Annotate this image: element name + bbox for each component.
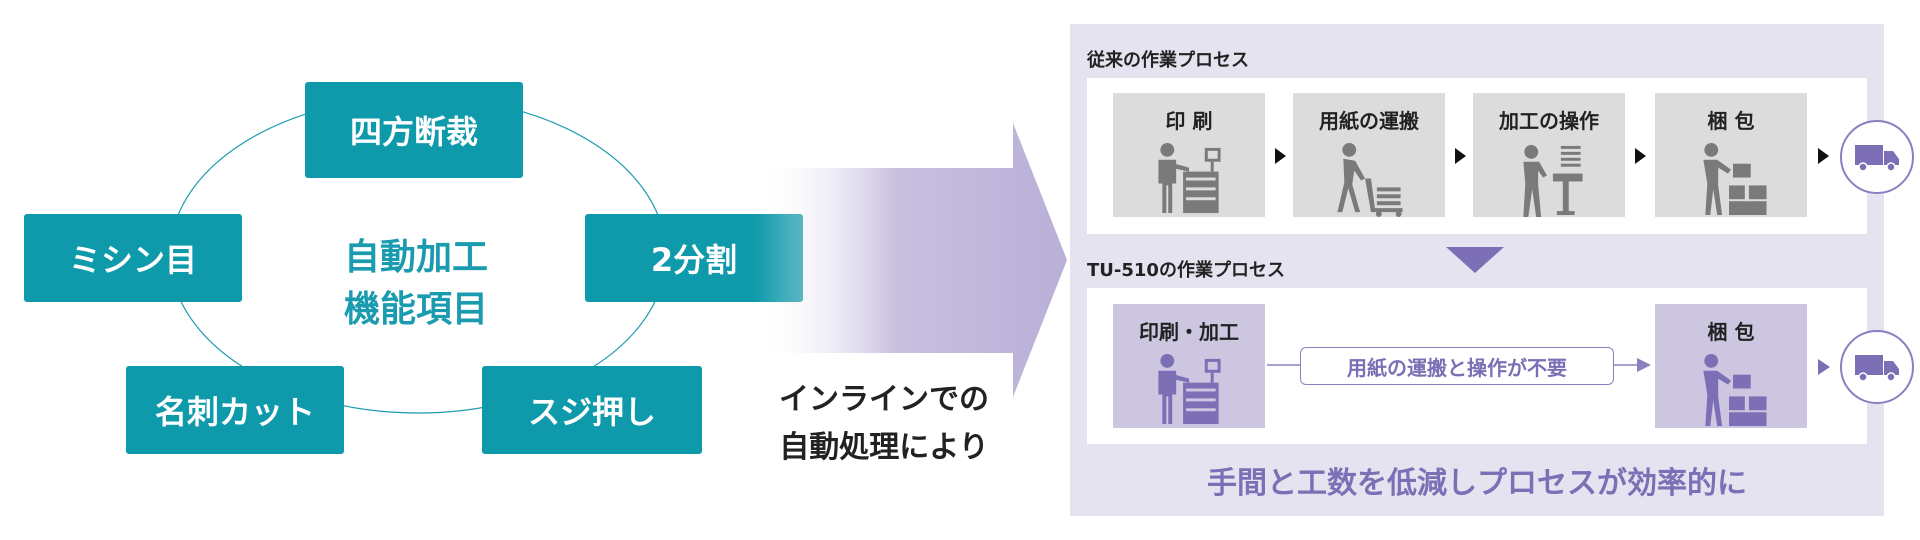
feature-label: スジ押し (527, 393, 656, 431)
truck-icon (1855, 145, 1899, 172)
feature-label: 名刺カット (154, 393, 315, 431)
person-boxes-icon (1703, 142, 1767, 216)
delivery-truck-circle (1840, 330, 1914, 404)
step-label: 梱 包 (1707, 109, 1755, 133)
step-processing-operation: 加工の操作 (1473, 93, 1625, 217)
center-label-line-2: 機能項目 (343, 289, 488, 330)
result-message: 手間と工数を低減しプロセスが効率的に (1207, 466, 1747, 501)
process-caption: インラインでの 自動処理により (760, 376, 1008, 472)
flow-arrow-icon (1818, 359, 1830, 375)
feature-box-four-side-trim: 四方断裁 (305, 82, 523, 178)
step-label: 用紙の運搬 (1319, 109, 1419, 133)
feature-box-card-cut: 名刺カット (126, 366, 344, 454)
center-label-line-1: 自動加工 (343, 237, 488, 278)
flow-arrow-icon (1818, 148, 1829, 164)
step-label: 印刷・加工 (1139, 320, 1239, 344)
person-printer-icon (1158, 353, 1221, 425)
delivery-truck-circle (1840, 120, 1914, 194)
step-packing: 梱 包 (1655, 93, 1807, 217)
step-packing-tu510: 梱 包 (1655, 304, 1807, 428)
person-boxes-icon (1703, 353, 1767, 427)
caption-line-1: インラインでの (779, 382, 989, 417)
feature-label: ミシン目 (68, 241, 197, 279)
person-cart-icon (1337, 142, 1403, 217)
step-label: 加工の操作 (1499, 109, 1599, 133)
step-printing: 印 刷 (1113, 93, 1265, 217)
feature-box-perforation: ミシン目 (24, 214, 242, 302)
person-printer-icon (1158, 142, 1221, 214)
big-right-arrow (755, 123, 1080, 402)
truck-icon (1855, 355, 1899, 382)
step-paper-transport: 用紙の運搬 (1293, 93, 1445, 217)
feature-label: 2分割 (650, 241, 738, 279)
skip-note-pill: 用紙の運搬と操作が不要 (1300, 347, 1614, 385)
step-label: 梱 包 (1707, 320, 1755, 344)
step-print-and-process: 印刷・加工 (1113, 304, 1265, 428)
flow-arrow-icon (1275, 148, 1286, 164)
center-label: 自動加工 機能項目 (296, 232, 536, 336)
flow-arrow-icon (1455, 148, 1466, 164)
traditional-process-title: 従来の作業プロセス (1087, 50, 1249, 71)
caption-line-2: 自動処理により (779, 430, 989, 465)
skip-note-label: 用紙の運搬と操作が不要 (1347, 355, 1567, 380)
feature-label: 四方断裁 (349, 113, 478, 151)
tu510-process-title: TU-510の作業プロセス (1087, 260, 1285, 281)
person-machine-icon (1523, 144, 1583, 217)
feature-box-crease: スジ押し (482, 366, 702, 454)
step-label: 印 刷 (1165, 109, 1213, 133)
flow-arrow-icon (1635, 148, 1646, 164)
down-arrow-icon (1446, 247, 1504, 273)
